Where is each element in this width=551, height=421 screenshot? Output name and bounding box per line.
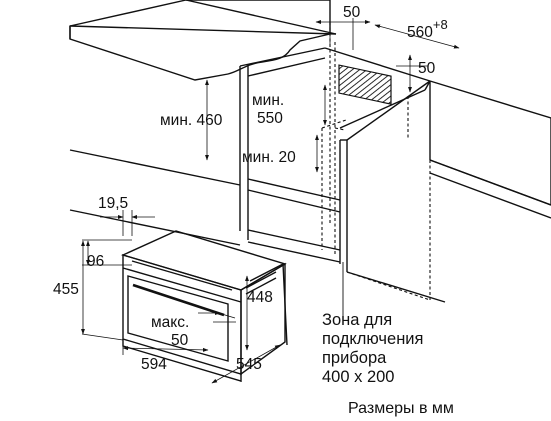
floor-lines xyxy=(69,149,446,303)
dim-maks-line1: макс. xyxy=(151,314,189,331)
dim-min-550-line1: мин. xyxy=(252,92,284,109)
top-dimension-lines xyxy=(315,12,460,93)
connection-zone-note: Зона для подключения прибора 400 x 200 xyxy=(322,311,423,386)
dim-448: 448 xyxy=(247,289,273,306)
dim-96: 96 xyxy=(87,253,104,270)
oven-dimension-lines xyxy=(81,210,281,384)
dim-560-superscript: +8 xyxy=(433,17,448,32)
zone-note-line2: подключения xyxy=(322,330,423,348)
dim-50-right: 50 xyxy=(418,60,436,77)
dim-min-20: мин. 20 xyxy=(242,149,296,166)
zone-note-line4: 400 x 200 xyxy=(322,368,394,386)
units-note: Размеры в мм xyxy=(348,400,454,417)
dim-min-550-line2: 550 xyxy=(257,110,283,127)
countertop xyxy=(69,0,337,81)
height-dimension-lines xyxy=(205,79,327,173)
dim-594: 594 xyxy=(141,356,167,373)
dim-560: 560+8 xyxy=(407,17,448,41)
dim-maks-line2: 50 xyxy=(171,332,189,349)
dim-50-top: 50 xyxy=(343,4,361,21)
dim-545: 545 xyxy=(236,356,262,373)
dim-455: 455 xyxy=(53,281,79,298)
zone-note-line3: прибора xyxy=(322,349,387,367)
dim-min-460: мин. 460 xyxy=(160,112,223,129)
zone-note-line1: Зона для xyxy=(322,311,392,329)
cabinet-niche xyxy=(239,22,431,318)
dim-19-5: 19,5 xyxy=(98,195,128,212)
countertop-right xyxy=(429,80,551,219)
